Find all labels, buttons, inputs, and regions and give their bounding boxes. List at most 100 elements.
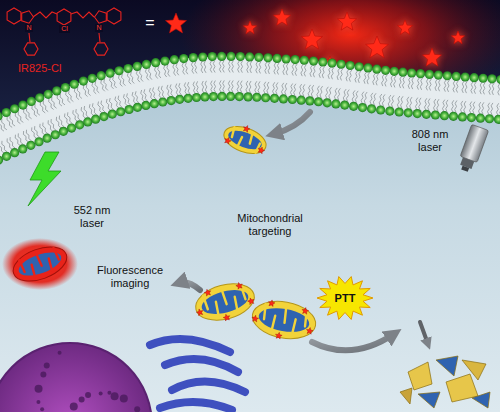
lipid-head (158, 97, 167, 106)
lipid-head (67, 123, 76, 132)
cell-membrane (482, 102, 484, 114)
lipid-head (297, 96, 306, 105)
endoplasmic-reticulum (172, 381, 245, 392)
cell-membrane (268, 62, 270, 74)
lipid-head (217, 92, 226, 101)
cell-membrane (349, 70, 352, 82)
lipid-head (422, 110, 431, 119)
cell-membrane (319, 66, 322, 78)
cell-membrane (367, 72, 370, 84)
lipid-head (449, 112, 458, 121)
cell-membrane (311, 85, 313, 97)
cell-membrane (179, 83, 182, 95)
mitochondrion (249, 134, 253, 144)
cell-membrane (397, 96, 399, 108)
cell-membrane (32, 127, 37, 138)
cell-membrane (326, 87, 329, 99)
cell-membrane (0, 52, 500, 165)
cell-membrane (158, 86, 161, 98)
mitochondrion (306, 327, 314, 334)
lipid-head (184, 94, 193, 103)
cell-membrane (182, 63, 185, 75)
cell-membrane (43, 123, 48, 134)
ir825-structure (71, 12, 94, 18)
cell-membrane (2, 119, 7, 130)
endoplasmic-reticulum (165, 359, 238, 372)
cell-membrane (428, 99, 430, 111)
lipid-head (407, 68, 416, 77)
mitochondrion (249, 297, 318, 344)
cell-membrane (462, 81, 464, 93)
nucleus (120, 394, 128, 402)
lipid-head (337, 60, 346, 69)
cell-membrane (210, 61, 212, 73)
lipid-head (133, 103, 142, 112)
lipid-head (404, 108, 413, 117)
process-arrow (274, 112, 310, 134)
cell-membrane (35, 104, 40, 115)
lipid-head (217, 52, 226, 61)
cell-membrane (258, 81, 260, 93)
endoplasmic-reticulum (150, 339, 230, 352)
cell-membrane (35, 126, 40, 137)
cell-membrane (274, 62, 276, 74)
nucleus (107, 391, 111, 395)
cell-membrane (92, 103, 96, 114)
cell-membrane (161, 86, 164, 98)
red-glow (420, 45, 445, 69)
mitochondrion (196, 308, 204, 316)
mitochondrion (199, 286, 251, 319)
ir825-structure (57, 9, 71, 25)
cell-membrane (417, 78, 419, 90)
lipid-head (245, 52, 254, 61)
nucleus (35, 385, 43, 393)
mitochondrion (247, 297, 255, 305)
cell-membrane (334, 88, 337, 100)
cell-membrane (425, 98, 427, 110)
lipid-head (467, 113, 476, 122)
nucleus (99, 391, 103, 395)
cell-membrane (437, 99, 439, 111)
cell-membrane (246, 81, 248, 93)
cell-membrane (10, 137, 15, 148)
lipid-head (83, 117, 92, 126)
cell-membrane (438, 79, 440, 91)
lipid-head (105, 69, 114, 78)
lipid-head (261, 93, 270, 102)
cell-membrane (308, 85, 310, 97)
nucleus (36, 400, 40, 404)
dye-star (366, 36, 389, 58)
cell-membrane (470, 102, 472, 114)
process-arrow (179, 112, 428, 350)
cell-membrane (219, 60, 221, 72)
cell-membrane (488, 103, 490, 115)
cell-membrane (256, 61, 258, 73)
cell-membrane (479, 102, 481, 114)
broken-mitochondrion (418, 392, 440, 408)
mitochondrion (223, 136, 231, 144)
lipid-head (496, 75, 500, 84)
red-glow (241, 18, 260, 36)
lipid-head (88, 74, 97, 83)
cell-membrane (408, 77, 410, 89)
cell-membrane (444, 80, 446, 92)
cell-membrane (411, 77, 413, 89)
dye-star (397, 20, 412, 35)
cell-membrane (379, 94, 382, 106)
lipid-head (91, 115, 100, 124)
cell-membrane (77, 87, 82, 98)
cell-membrane (211, 81, 213, 93)
cell-membrane (277, 63, 279, 75)
lipid-head (443, 71, 452, 80)
cell-membrane (228, 80, 230, 92)
lipid-head (346, 61, 355, 70)
cell-membrane (385, 75, 388, 87)
cell-membrane (388, 95, 391, 107)
cell-membrane (164, 65, 167, 77)
cell-membrane (322, 66, 325, 78)
lipid-head (367, 104, 376, 113)
cell-membrane (237, 81, 239, 93)
lipid-head (349, 102, 358, 111)
cell-membrane (265, 62, 267, 74)
